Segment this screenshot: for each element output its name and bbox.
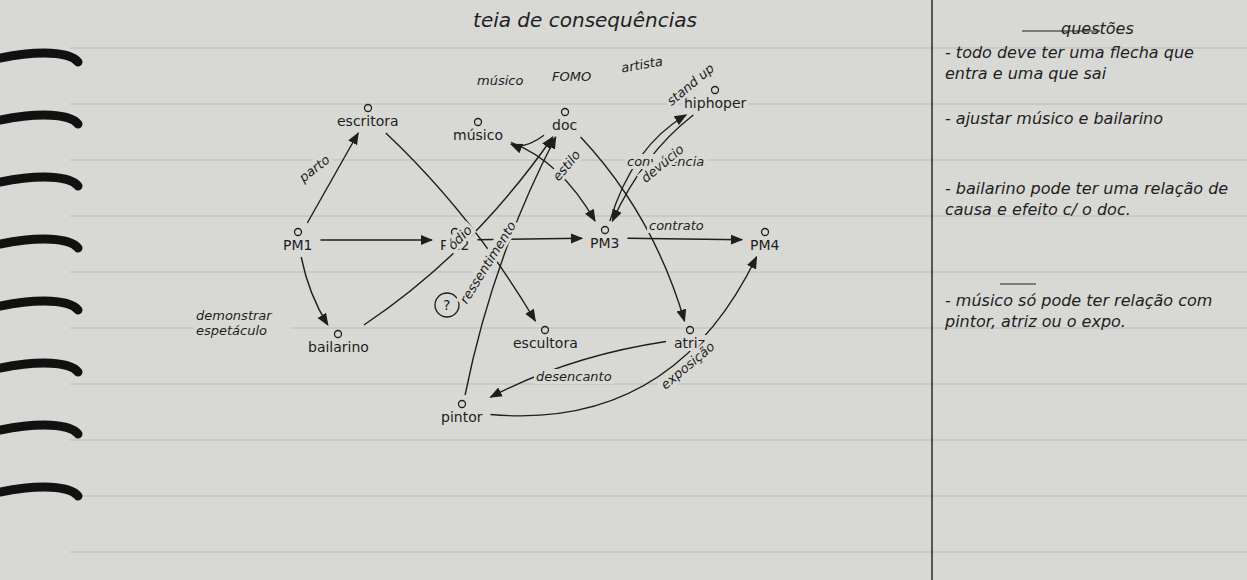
node-label: músico <box>451 127 505 143</box>
node-point: PM1 <box>278 226 317 254</box>
node-point: PM3 <box>585 224 624 252</box>
note-text: - músico só pode ter relação com pintor,… <box>945 290 1230 332</box>
connector-arrow <box>511 142 595 221</box>
connector-arrow <box>307 133 358 223</box>
node-dot <box>600 225 610 235</box>
node-dot <box>363 103 373 113</box>
node-label: PM1 <box>281 237 314 253</box>
connector-arrow <box>301 257 328 325</box>
edge-label: desencanto <box>534 369 614 384</box>
node-point: músico <box>448 116 508 144</box>
node-point: doc <box>547 106 582 134</box>
node-dot <box>540 325 550 335</box>
node-label: doc <box>550 117 579 133</box>
node-dot <box>473 117 483 127</box>
free-label: músico <box>475 73 525 88</box>
node-point: PM4 <box>745 226 784 254</box>
node-label: PM4 <box>748 237 781 253</box>
connector-arrow <box>320 239 432 240</box>
node-dot <box>760 227 770 237</box>
node-label: PM3 <box>588 235 621 251</box>
node-dot <box>293 227 303 237</box>
note-text: - ajustar músico e bailarino <box>945 108 1230 129</box>
free-label: artista <box>618 53 666 76</box>
node-label: pintor <box>439 409 484 425</box>
node-dot <box>333 329 343 339</box>
node-point: bailarino <box>303 328 374 356</box>
node-label: escultora <box>511 335 580 351</box>
node-point: escritora <box>332 102 404 130</box>
connector-arrow <box>364 137 553 325</box>
diagram-title: teia de consequências <box>473 8 697 32</box>
question-mark: ? <box>441 298 452 313</box>
free-label: FOMO <box>550 69 593 84</box>
node-point: pintor <box>436 398 487 426</box>
node-dot <box>710 85 720 95</box>
edge-label: estilo <box>548 146 585 186</box>
node-dot <box>560 107 570 117</box>
node-label: hiphoper <box>682 95 748 111</box>
edge-label: contrato <box>647 218 706 233</box>
node-point: escultora <box>508 324 583 352</box>
note-text: - todo deve ter uma flecha que entra e u… <box>945 42 1230 84</box>
node-label: escritora <box>335 113 401 129</box>
node-dot <box>685 325 695 335</box>
note-text: - bailarino pode ter uma relação de caus… <box>945 178 1230 220</box>
edge-label: demonstrar espetáculo <box>194 308 290 338</box>
column-heading: questões <box>1061 18 1134 39</box>
edge-label: parto <box>294 151 334 187</box>
connector-arrow <box>627 238 742 239</box>
connector-arrow <box>491 257 757 416</box>
node-dot <box>457 399 467 409</box>
node-label: bailarino <box>306 339 371 355</box>
